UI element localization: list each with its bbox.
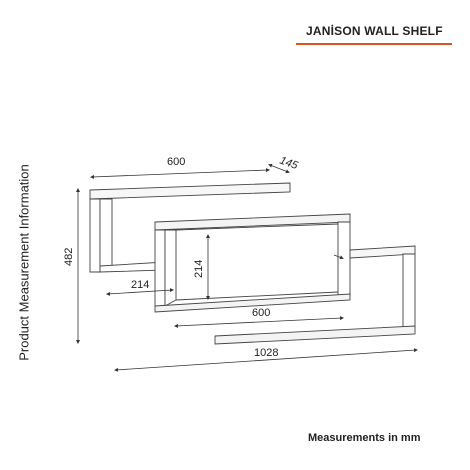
dim-left-offset: 214 xyxy=(131,279,149,291)
dimension-lines xyxy=(76,163,418,372)
dim-inner-height: 214 xyxy=(193,260,205,278)
product-title: JANİSON WALL SHELF xyxy=(306,24,443,38)
shelf-drawing xyxy=(89,182,416,345)
measurement-unit-note: Measurements in mm xyxy=(308,432,421,444)
dim-middle-width: 600 xyxy=(252,307,270,319)
dim-total-width: 1028 xyxy=(254,347,278,359)
dim-top-width: 600 xyxy=(167,156,185,168)
dim-total-height: 482 xyxy=(63,248,75,266)
title-underline xyxy=(296,43,452,45)
